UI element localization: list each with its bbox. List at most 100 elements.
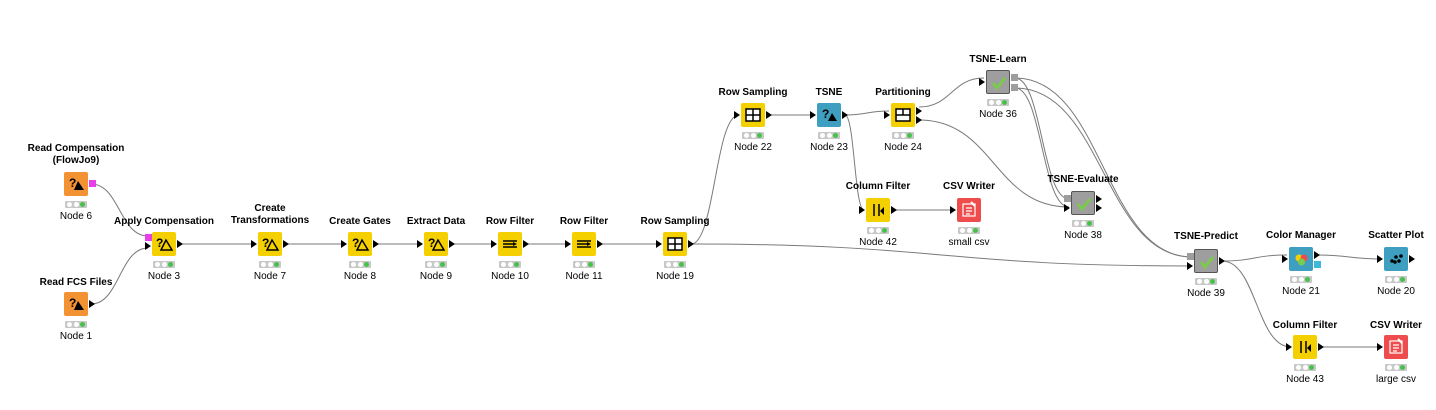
input-port[interactable] — [341, 240, 347, 248]
connection-wire[interactable] — [918, 119, 1070, 208]
input-port[interactable] — [565, 240, 571, 248]
tsne-node-icon[interactable]: ? — [817, 103, 841, 127]
rowfilter-node-icon[interactable] — [498, 232, 522, 256]
output-port[interactable] — [597, 240, 603, 248]
learner-node-icon[interactable] — [986, 70, 1010, 94]
output-port[interactable] — [177, 240, 183, 248]
node-n7[interactable]: Create Transformations?Node 7 — [210, 0, 330, 410]
output-port[interactable] — [1219, 257, 1225, 265]
node-label[interactable]: Node 10 — [491, 271, 529, 282]
node-label[interactable]: Node 42 — [859, 237, 897, 248]
node-n3[interactable]: Apply Compensation?Node 3 — [104, 0, 224, 410]
colfilter-node-icon[interactable] — [866, 198, 890, 222]
scatter-node-icon[interactable] — [1384, 247, 1408, 271]
input-port[interactable] — [491, 240, 497, 248]
connection-wire[interactable] — [90, 247, 149, 305]
output-port[interactable] — [1318, 343, 1324, 351]
connection-wire[interactable] — [690, 243, 1193, 267]
writer-node-icon[interactable] — [1384, 335, 1408, 359]
output-port[interactable] — [449, 240, 455, 248]
input-port[interactable] — [417, 240, 423, 248]
input-port[interactable] — [859, 206, 865, 214]
input-port[interactable] — [145, 242, 151, 250]
connection-wire[interactable] — [690, 114, 740, 245]
connection-wire[interactable] — [1014, 77, 1193, 258]
output-port[interactable] — [1096, 204, 1102, 212]
manip-node-icon[interactable]: ? — [258, 232, 282, 256]
connection-wire[interactable] — [918, 77, 985, 108]
output-port[interactable] — [1096, 195, 1102, 203]
manip-node-icon[interactable]: ? — [424, 232, 448, 256]
node-label[interactable]: Node 39 — [1187, 288, 1225, 299]
connection-wire[interactable] — [1014, 77, 1070, 200]
model-output-port[interactable] — [1011, 84, 1018, 91]
connection-wire[interactable] — [90, 183, 149, 237]
node-n8[interactable]: Create Gates?Node 8 — [300, 0, 420, 410]
color-model-port[interactable] — [1314, 261, 1321, 268]
node-label[interactable]: Node 21 — [1282, 286, 1320, 297]
predictor-node-icon[interactable] — [1194, 249, 1218, 273]
connection-wire[interactable] — [1316, 254, 1383, 260]
rowfilter-node-icon[interactable] — [572, 232, 596, 256]
input-port[interactable] — [1187, 253, 1194, 260]
connection-wire[interactable] — [1014, 87, 1193, 258]
node-label[interactable]: Node 9 — [419, 271, 453, 282]
node-label[interactable]: Node 23 — [810, 142, 848, 153]
input-port[interactable] — [1282, 255, 1288, 263]
input-port[interactable] — [1187, 262, 1193, 270]
manip-node-icon[interactable]: ? — [348, 232, 372, 256]
input-port[interactable] — [1377, 255, 1383, 263]
connection-wire[interactable] — [1221, 260, 1292, 348]
output-port[interactable] — [1314, 251, 1320, 259]
node-label[interactable]: Node 43 — [1286, 374, 1324, 385]
colfilter-node-icon[interactable] — [1293, 335, 1317, 359]
sampling-node-icon[interactable] — [663, 232, 687, 256]
connection-wire[interactable] — [1014, 87, 1070, 208]
node-label[interactable]: Node 19 — [656, 271, 694, 282]
output-port[interactable] — [766, 111, 772, 119]
node-label[interactable]: large csv — [1375, 374, 1416, 385]
input-port[interactable] — [810, 111, 816, 119]
node-label[interactable]: Node 8 — [343, 271, 377, 282]
reader-node-icon[interactable]: ? — [64, 172, 88, 196]
node-n9[interactable]: Extract Data?Node 9 — [376, 0, 496, 410]
writer-node-icon[interactable] — [957, 198, 981, 222]
input-port[interactable] — [950, 206, 956, 214]
output-port[interactable] — [842, 111, 848, 119]
input-port[interactable] — [251, 240, 257, 248]
node-n6[interactable]: Read Compensation (FlowJo9)?Node 6 — [16, 0, 136, 410]
output-port[interactable] — [89, 300, 95, 308]
input-port[interactable] — [884, 111, 890, 119]
sampling-node-icon[interactable] — [741, 103, 765, 127]
output-port[interactable] — [373, 240, 379, 248]
input-port[interactable] — [1377, 343, 1383, 351]
input-port[interactable] — [1064, 204, 1070, 212]
input-port[interactable] — [1286, 343, 1292, 351]
node-label[interactable]: Node 1 — [59, 331, 93, 342]
node-label[interactable]: Node 22 — [734, 142, 772, 153]
manip-node-icon[interactable]: ? — [152, 232, 176, 256]
output-port[interactable] — [89, 180, 96, 187]
output-port[interactable] — [1409, 255, 1415, 263]
output-port[interactable] — [916, 107, 922, 115]
node-label[interactable]: Node 20 — [1377, 286, 1415, 297]
node-label[interactable]: Node 11 — [565, 271, 603, 282]
output-port[interactable] — [1011, 74, 1018, 81]
input-port[interactable] — [734, 111, 740, 119]
input-port[interactable] — [979, 78, 985, 86]
node-n23[interactable]: TSNE?Node 23 — [769, 0, 889, 410]
